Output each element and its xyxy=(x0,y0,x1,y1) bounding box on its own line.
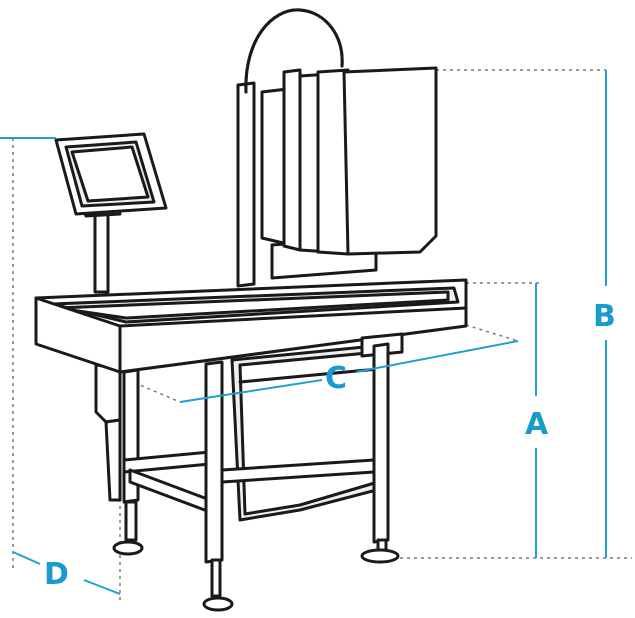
dimension-c-line-left xyxy=(179,379,323,403)
dimension-d-line-left xyxy=(12,551,41,565)
foot-rear-left xyxy=(112,540,144,556)
dimension-lines xyxy=(0,70,607,595)
upright-column xyxy=(236,81,256,288)
dimension-label-c: C xyxy=(325,361,347,396)
display-pole xyxy=(93,208,110,294)
foot-front-left xyxy=(202,596,234,612)
dimension-d-line-right xyxy=(83,579,121,595)
foot-front-right xyxy=(360,548,400,564)
hood-cover xyxy=(342,66,438,256)
dimension-label-b: B xyxy=(593,299,616,334)
checkweigher-machine xyxy=(34,8,468,612)
dimension-c-line-right xyxy=(355,340,519,373)
front-left-leg xyxy=(204,360,224,564)
front-right-leg xyxy=(372,342,390,544)
dimension-label-a: A xyxy=(525,407,549,442)
dimension-label-d: D xyxy=(44,557,69,592)
